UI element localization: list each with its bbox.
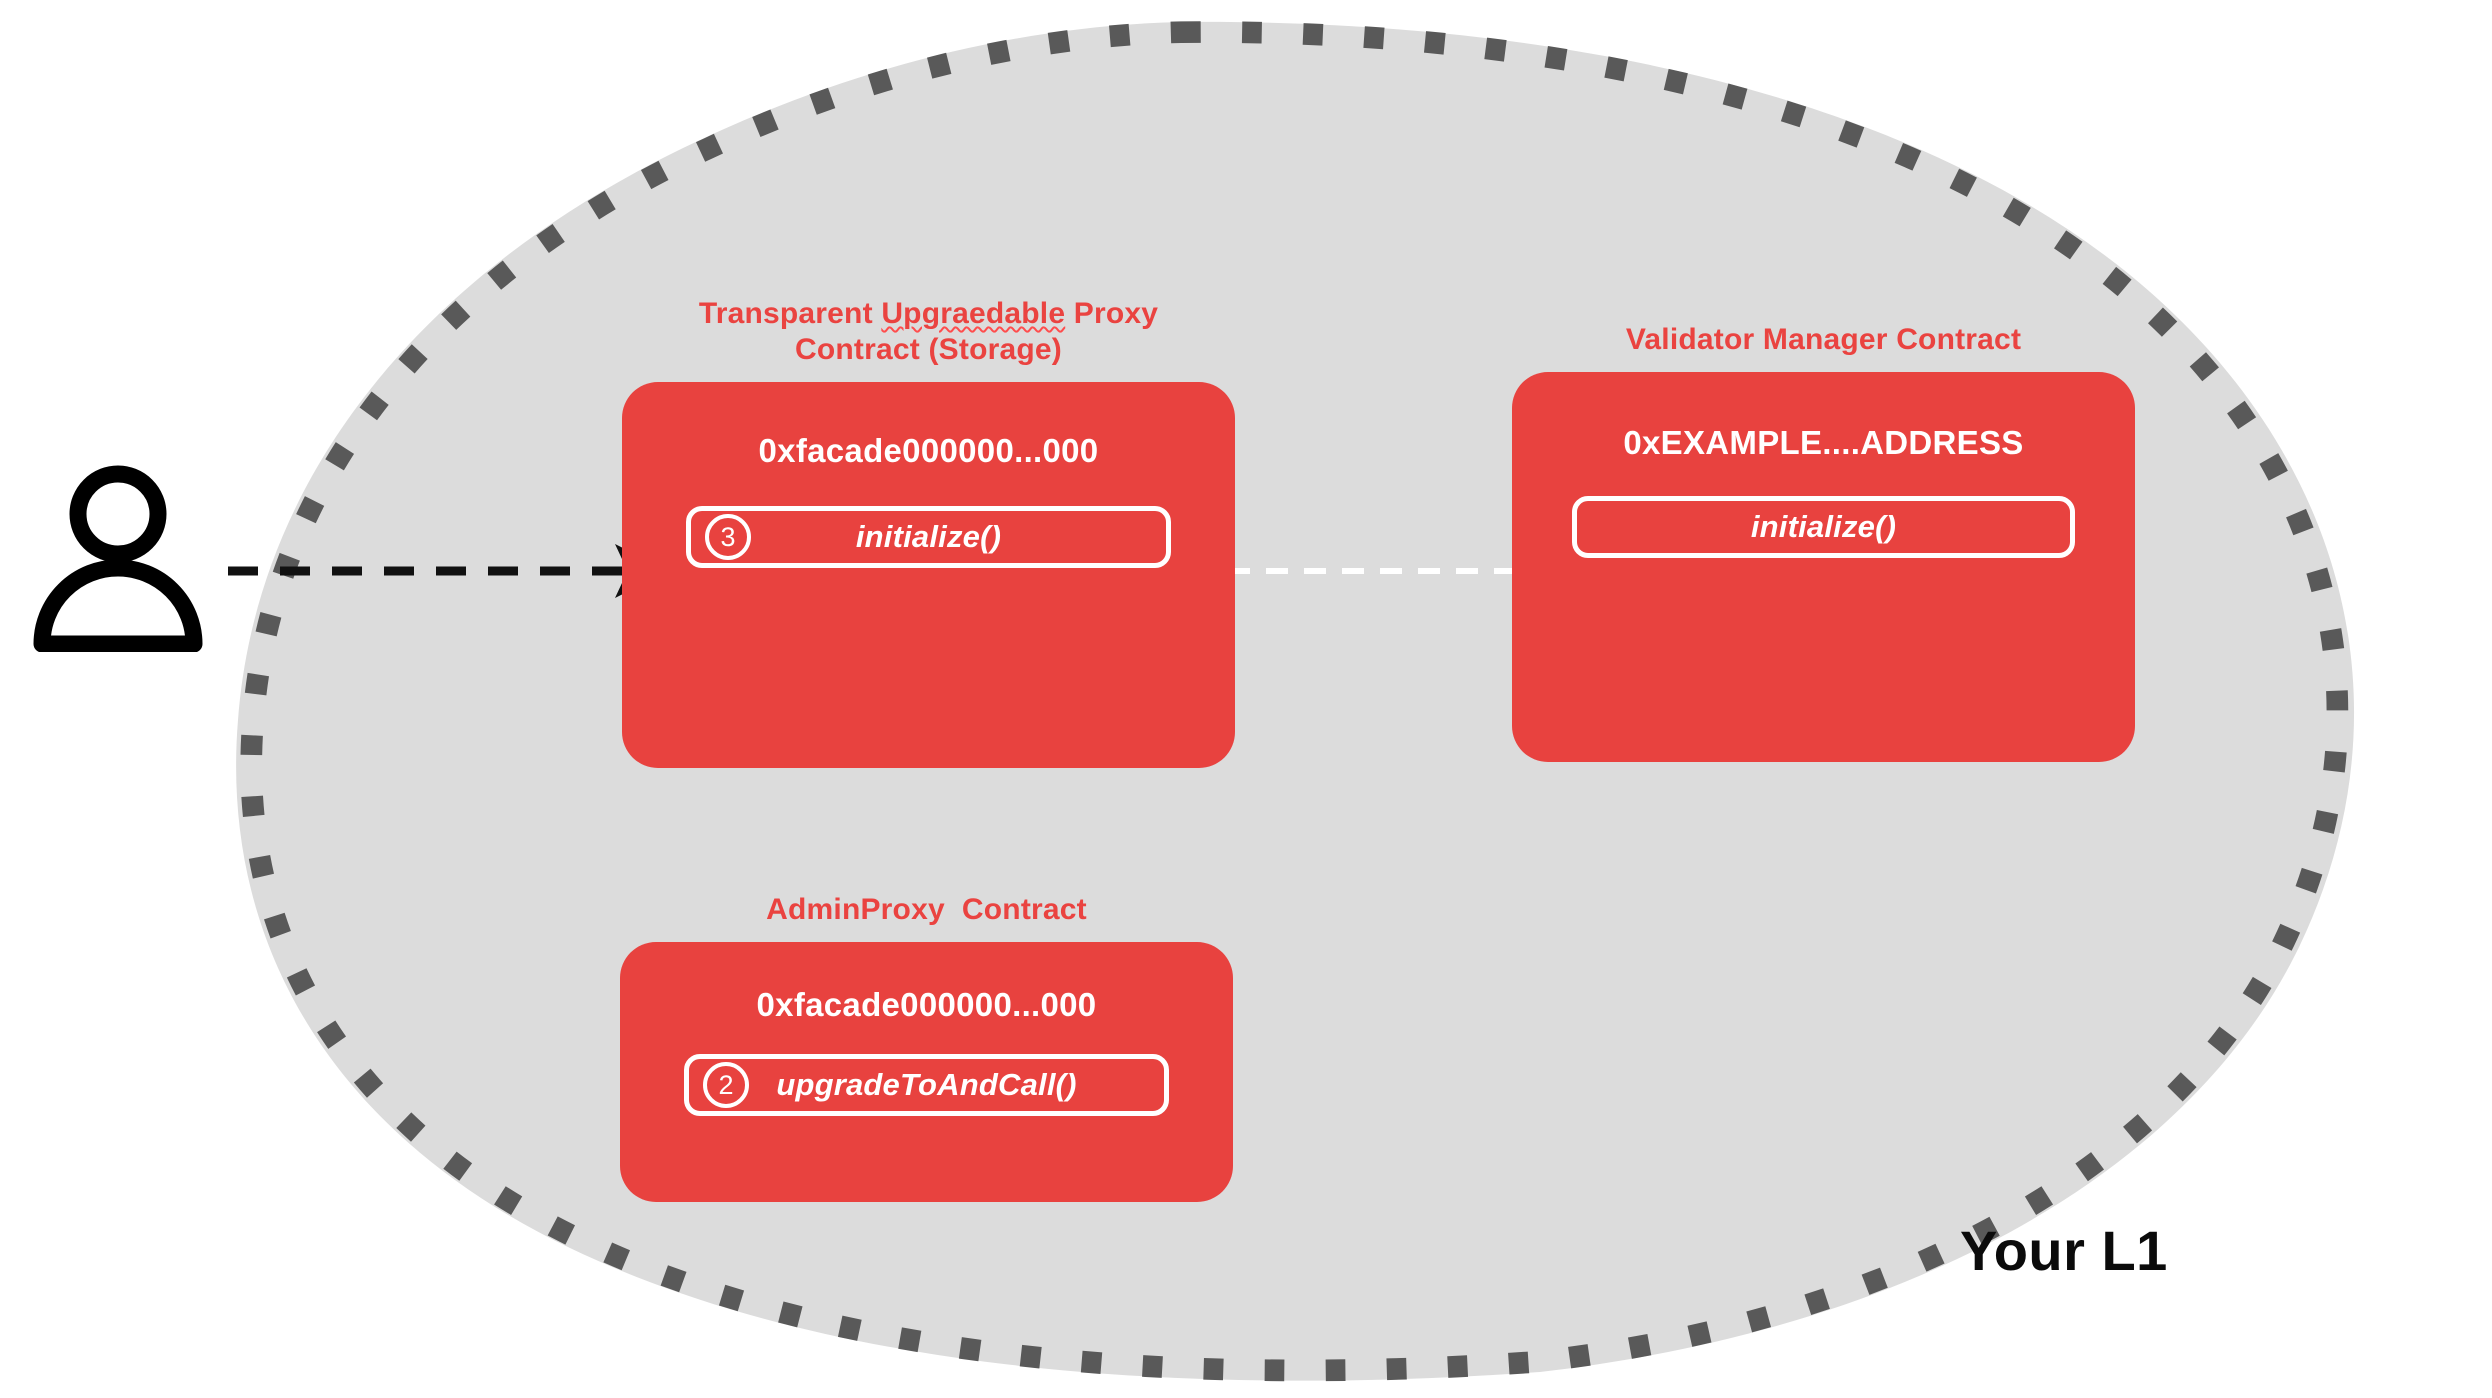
function-row-initialize[interactable]: initialize() (1572, 496, 2075, 558)
function-label: initialize() (1750, 509, 1897, 544)
contract-admin-proxy: AdminProxy Contract 0xfacade000000...000… (620, 892, 1233, 1202)
step-badge: 2 (703, 1062, 749, 1108)
title-line-2: Contract (Storage) (795, 333, 1062, 366)
contract-address: 0xfacade000000...000 (758, 432, 1099, 469)
title-part-after: Proxy (1065, 297, 1159, 330)
contract-title: Validator Manager Contract (1625, 323, 2022, 356)
contract-title: AdminProxy Contract (766, 893, 1087, 926)
function-row-upgrade-to-and-call[interactable]: 2 upgradeToAndCall() (684, 1054, 1169, 1116)
contract-card[interactable]: 0xfacade000000...000 3 initialize() (622, 382, 1235, 768)
network-label: Your L1 (1960, 1219, 2168, 1282)
blob-dashed-border (240, 21, 2349, 1382)
contract-address: 0xfacade000000...000 (756, 986, 1097, 1023)
title-part-before: Transparent (698, 297, 882, 330)
function-label: upgradeToAndCall() (776, 1067, 1077, 1102)
contract-validator-manager: Validator Manager Contract 0xEXAMPLE....… (1512, 322, 2135, 762)
function-label: initialize() (855, 519, 1002, 554)
contract-address: 0xEXAMPLE....ADDRESS (1623, 424, 2024, 461)
contract-card[interactable]: 0xEXAMPLE....ADDRESS initialize() (1512, 372, 2135, 762)
contract-card[interactable]: 0xfacade000000...000 2 upgradeToAndCall(… (620, 942, 1233, 1202)
function-row-initialize[interactable]: 3 initialize() (686, 506, 1171, 568)
title-misspelled-word: Upgraedable (881, 297, 1066, 330)
step-badge: 3 (705, 514, 751, 560)
user-icon (33, 465, 203, 652)
